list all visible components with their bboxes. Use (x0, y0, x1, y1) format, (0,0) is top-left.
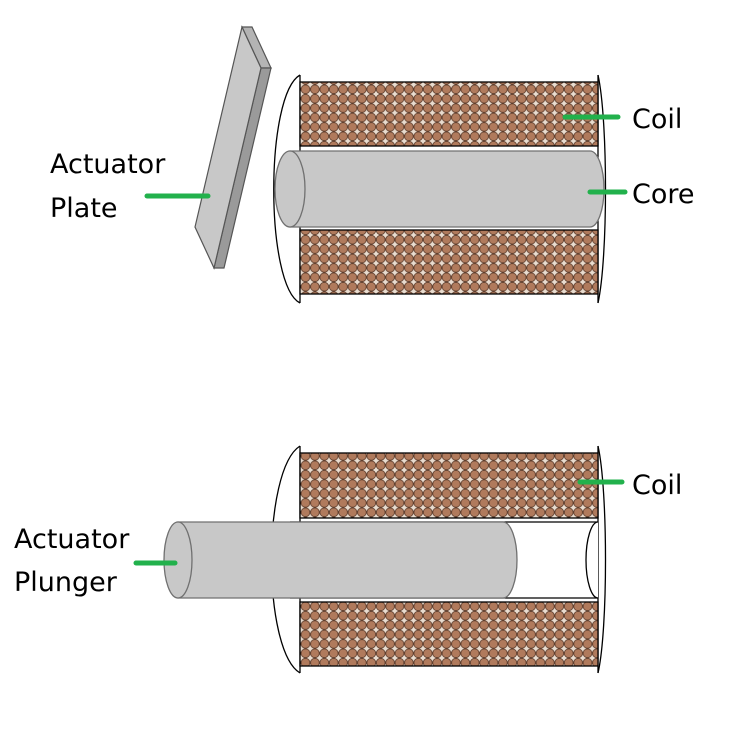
core-label: Core (632, 179, 695, 210)
bottom-solenoid: Actuator Plunger Coil (14, 445, 682, 674)
top-solenoid: Actuator Plate Coil Core (50, 25, 695, 304)
coil-lower-winding (299, 229, 599, 295)
plate-label-line2: Plate (50, 193, 118, 224)
core (274, 150, 605, 228)
plunger-label-line1: Actuator (14, 524, 130, 555)
coil-upper-winding (299, 81, 599, 147)
actuator-plate (194, 25, 272, 270)
coil-upper-winding-bottom (299, 452, 599, 519)
actuator-plunger (163, 521, 518, 599)
coil-lower-winding-bottom (299, 601, 599, 667)
plunger-label-line2: Plunger (14, 567, 118, 598)
bobbin-rear-flange-bottom (597, 445, 607, 674)
plate-label-line1: Actuator (50, 149, 166, 180)
coil-label-top: Coil (632, 104, 682, 135)
coil-label-bottom: Coil (632, 470, 682, 501)
